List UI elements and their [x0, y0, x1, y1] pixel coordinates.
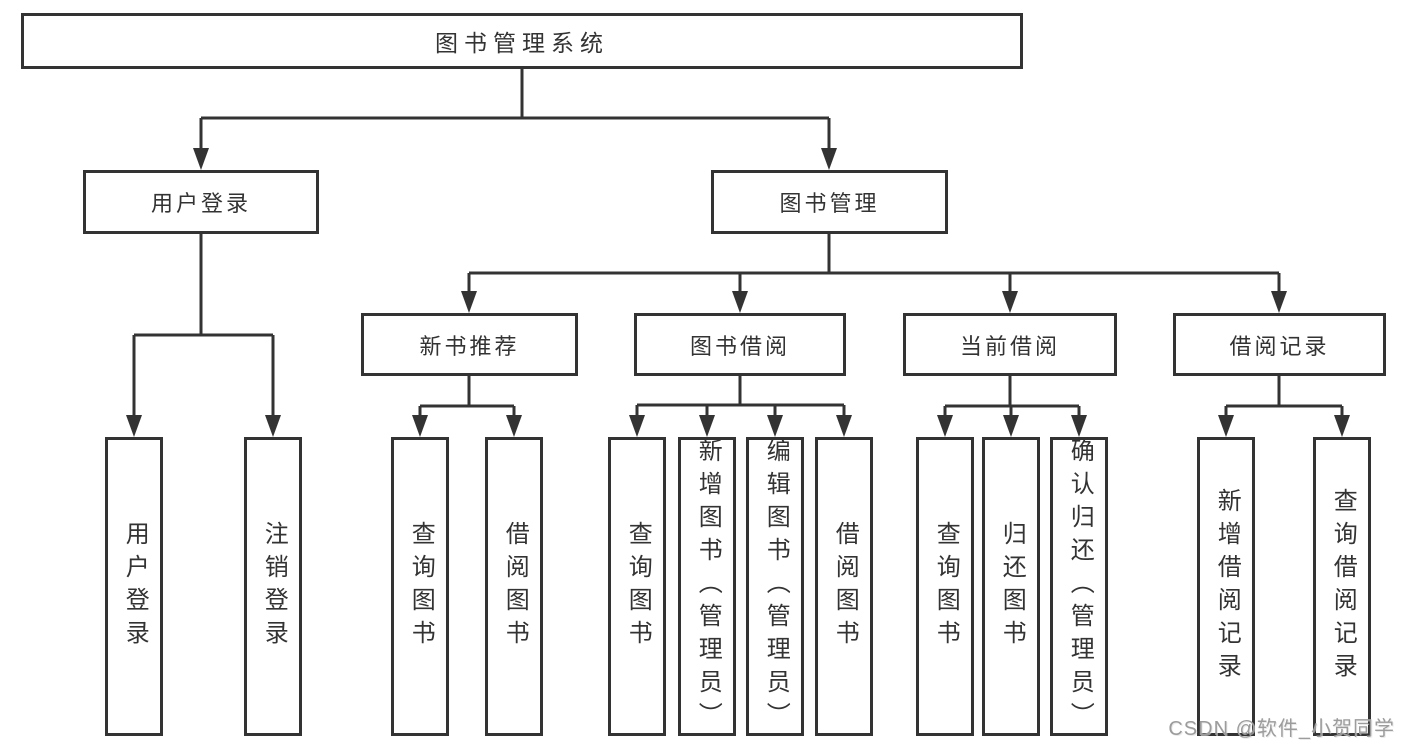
- node-label: 新增图书（管理员）: [694, 438, 722, 735]
- node-label: 编辑图书（管理员）: [762, 438, 790, 735]
- leaf-return-books: 归还图书: [982, 437, 1040, 736]
- leaf-confirm-return-admin: 确认归还（管理员）: [1050, 437, 1108, 736]
- leaf-query-borrow-record: 查询借阅记录: [1313, 437, 1371, 736]
- node-label: 图书借阅: [689, 333, 790, 359]
- node-label: 注销登录: [260, 520, 288, 653]
- leaf-query-books-3: 查询图书: [916, 437, 974, 736]
- leaf-edit-books-admin: 编辑图书（管理员）: [746, 437, 804, 736]
- connector-book-management-children: [461, 234, 1287, 313]
- node-borrow-records: 借阅记录: [1173, 313, 1386, 376]
- node-current-borrow: 当前借阅: [903, 313, 1117, 376]
- connector-user-login-children: [126, 234, 281, 437]
- node-label: 确认归还（管理员）: [1066, 438, 1094, 735]
- leaf-query-books-2: 查询图书: [608, 437, 666, 736]
- leaf-query-books: 查询图书: [391, 437, 449, 736]
- node-label: 图书管理系统: [435, 30, 609, 56]
- node-user-login: 用户登录: [83, 170, 319, 234]
- csdn-watermark: CSDN @软件_小贺同学: [1168, 718, 1395, 740]
- node-book-borrow: 图书借阅: [634, 313, 846, 376]
- node-library-management-system: 图书管理系统: [21, 13, 1023, 69]
- connector-new-book-recommend-children: [412, 376, 522, 437]
- node-label: 查询图书: [932, 520, 960, 653]
- node-label: 新书推荐: [419, 333, 520, 359]
- node-label: 当前借阅: [959, 333, 1060, 359]
- connector-current-borrow-children: [937, 376, 1087, 437]
- node-label: 借阅图书: [501, 520, 529, 653]
- node-label: 用户登录: [121, 520, 149, 653]
- node-new-book-recommend: 新书推荐: [361, 313, 578, 376]
- node-label: 用户登录: [150, 191, 251, 216]
- leaf-add-books-admin: 新增图书（管理员）: [678, 437, 736, 736]
- leaf-logout: 注销登录: [244, 437, 302, 736]
- leaf-borrow-books: 借阅图书: [485, 437, 543, 736]
- node-label: 查询借阅记录: [1329, 487, 1357, 686]
- node-label: 借阅图书: [831, 520, 859, 653]
- node-label: 图书管理: [779, 191, 880, 216]
- node-book-management: 图书管理: [711, 170, 948, 234]
- connector-book-borrow-children: [629, 376, 852, 437]
- connector-root-to-level1: [193, 69, 837, 170]
- node-label: 查询图书: [624, 520, 652, 653]
- leaf-borrow-books-2: 借阅图书: [815, 437, 873, 736]
- connector-borrow-records-children: [1218, 376, 1350, 437]
- node-label: 借阅记录: [1229, 333, 1330, 359]
- node-label: 归还图书: [998, 520, 1026, 653]
- leaf-add-borrow-record: 新增借阅记录: [1197, 437, 1255, 736]
- node-label: 查询图书: [407, 520, 435, 653]
- leaf-user-login: 用户登录: [105, 437, 163, 736]
- node-label: 新增借阅记录: [1213, 487, 1241, 686]
